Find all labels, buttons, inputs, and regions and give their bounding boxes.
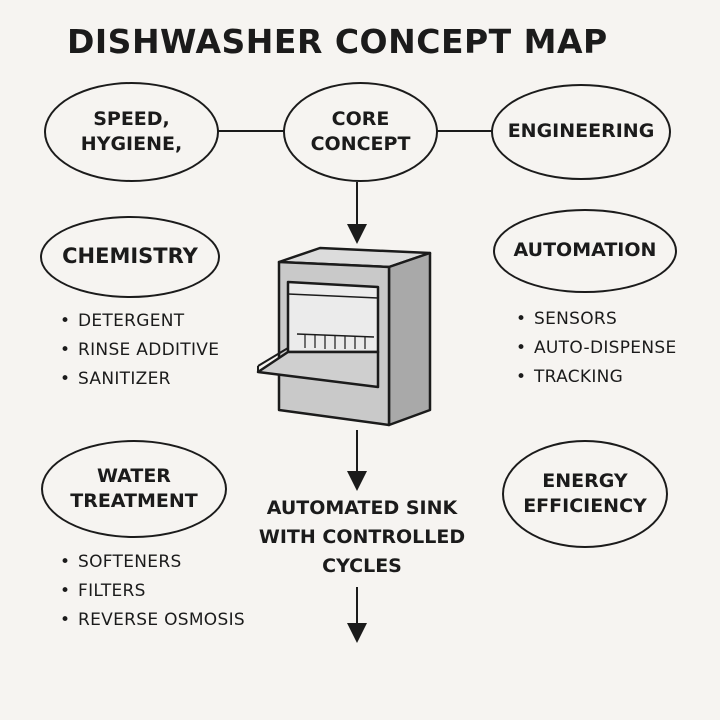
node-speed-hygiene: SPEED, HYGIENE, — [44, 82, 219, 182]
list-item: AUTO-DISPENSE — [512, 334, 676, 363]
list-item: RINSE ADDITIVE — [56, 336, 219, 365]
page-title: DISHWASHER CONCEPT MAP — [67, 22, 608, 61]
node-water-treatment: WATER TREATMENT — [41, 440, 227, 538]
list-item: DETERGENT — [56, 307, 219, 336]
list-item: REVERSE OSMOSIS — [56, 606, 245, 635]
dishwasher-side — [387, 251, 432, 427]
list-chemistry: DETERGENT RINSE ADDITIVE SANITIZER — [56, 307, 219, 394]
list-item: FILTERS — [56, 577, 245, 606]
list-automation: SENSORS AUTO-DISPENSE TRACKING — [512, 305, 676, 392]
center-label: AUTOMATED SINK WITH CONTROLLED CYCLES — [258, 497, 466, 577]
list-item: SENSORS — [512, 305, 676, 334]
node-core-concept: CORE CONCEPT — [283, 82, 438, 182]
list-item: TRACKING — [512, 363, 676, 392]
dishwasher-door — [256, 350, 380, 389]
list-item: SANITIZER — [56, 365, 219, 394]
node-energy-efficiency: ENERGY EFFICIENCY — [502, 440, 668, 548]
list-item: SOFTENERS — [56, 548, 245, 577]
node-chemistry: CHEMISTRY — [40, 216, 220, 298]
node-automation: AUTOMATION — [493, 209, 677, 293]
node-engineering: ENGINEERING — [491, 84, 671, 180]
dishwasher-illustration — [256, 246, 432, 427]
list-water-treatment: SOFTENERS FILTERS REVERSE OSMOSIS — [56, 548, 245, 635]
